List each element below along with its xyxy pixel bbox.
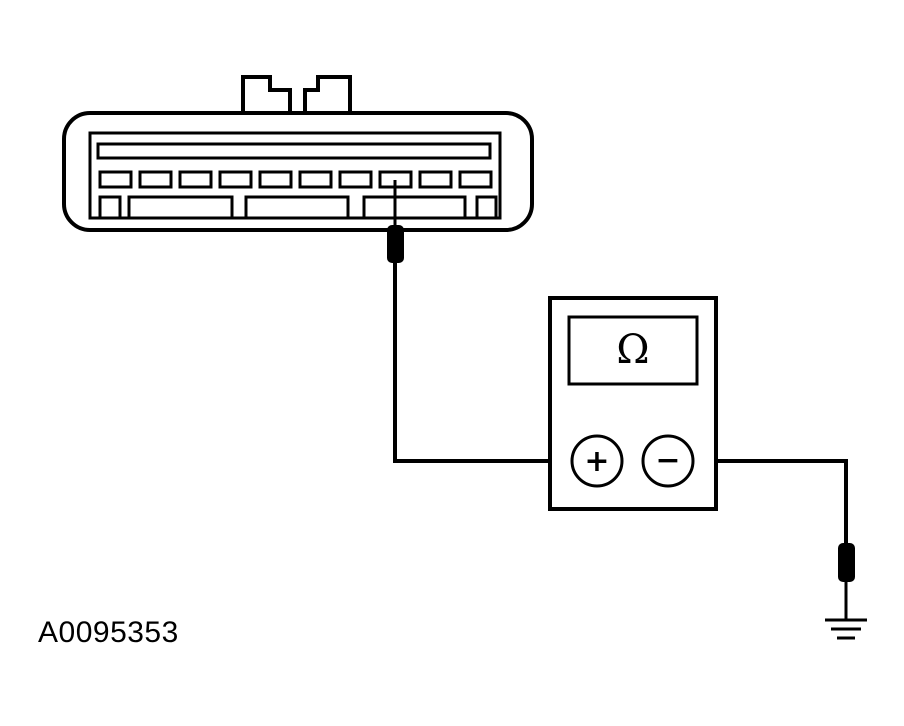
ohmmeter-display xyxy=(567,315,699,386)
positive-terminal xyxy=(570,434,624,488)
connector-pin xyxy=(218,170,253,189)
connector-pin xyxy=(258,170,293,189)
negative-terminal xyxy=(641,434,695,488)
connector-bottom-slot xyxy=(475,195,498,220)
ground-probe xyxy=(838,543,855,620)
wires xyxy=(393,262,848,545)
ground-icon xyxy=(825,618,867,640)
positive-terminal-label: + xyxy=(584,444,609,479)
connector xyxy=(62,75,534,232)
negative-lead-wire xyxy=(694,459,848,545)
connector-pin xyxy=(338,170,373,189)
positive-lead-wire xyxy=(393,262,572,463)
ohm-symbol: Ω xyxy=(616,327,649,373)
connector-latch xyxy=(241,75,352,113)
connector-top-slot xyxy=(96,142,492,160)
ground-probe-handle xyxy=(838,543,855,582)
connector-pin xyxy=(178,170,213,189)
connector-bottom-slot xyxy=(362,195,467,220)
connector-probe xyxy=(387,180,404,263)
connector-bottom-slot xyxy=(127,195,234,220)
connector-pin-row xyxy=(98,170,493,189)
negative-terminal-label: − xyxy=(655,443,680,478)
connector-pin xyxy=(138,170,173,189)
ohmmeter: Ω + − xyxy=(548,296,718,511)
connector-pin xyxy=(298,170,333,189)
probe-handle xyxy=(387,225,404,263)
connector-pin xyxy=(98,170,133,189)
connector-bottom-slot xyxy=(98,195,122,220)
connector-bottom-slot xyxy=(244,195,350,220)
connector-pin xyxy=(418,170,453,189)
connector-bottom-slots xyxy=(98,195,498,220)
figure-id-label: A0095353 xyxy=(38,616,179,649)
connector-pin xyxy=(458,170,493,189)
